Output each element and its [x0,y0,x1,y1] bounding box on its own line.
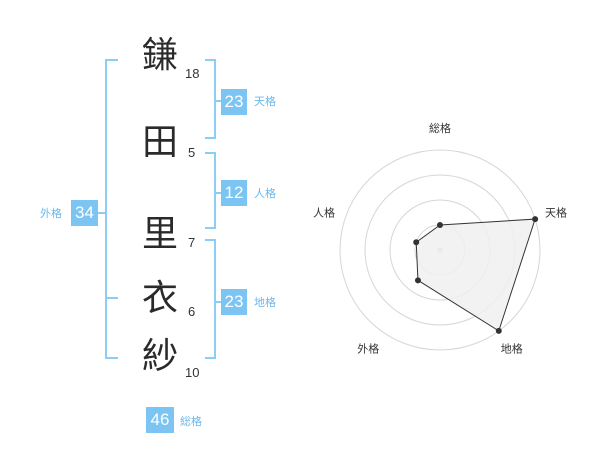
soukaku-value: 46 [146,407,174,433]
radar-axis-label-1: 天格 [545,205,567,219]
radar-axis-label-0: 総格 [429,121,451,135]
chikaku-bracket [205,239,216,359]
stroke-count-2: 5 [188,145,196,160]
radar-ring-4 [339,149,541,351]
tenkaku-label: 天格 [254,95,276,108]
name-char-2: 田 [141,122,178,163]
name-char-5: 紗 [141,336,178,377]
soukaku-label: 総格 [180,415,202,428]
jinkaku-bracket [205,152,216,229]
radar-points [413,216,539,334]
radar-axis-label-4: 人格 [313,205,335,219]
chikaku-value: 23 [221,289,247,315]
radar-area [415,218,536,332]
radar-axis-label-3: 外格 [357,342,379,356]
radar-point-1 [532,216,539,223]
radar-axis-label-2: 地格 [501,342,523,356]
tenkaku-value: 23 [221,89,247,115]
stroke-count-3: 7 [188,235,196,250]
jinkaku-label: 人格 [254,187,276,200]
name-char-3: 里 [141,214,178,255]
stroke-count-4: 6 [188,304,196,319]
name-char-4: 衣 [141,278,178,319]
radar-point-0 [437,222,443,228]
gaikaku-value: 34 [71,200,98,226]
jinkaku-value: 12 [221,180,247,206]
tenkaku-bracket [205,59,216,139]
radar-point-2 [495,327,502,334]
gaikaku-bracket [105,59,118,359]
gaikaku-label: 外格 [40,207,62,220]
name-char-1: 鎌 [141,35,178,76]
radar-point-4 [413,239,420,246]
radar-point-3 [414,277,421,284]
stroke-count-1: 18 [185,66,200,81]
stroke-count-5: 10 [185,365,200,380]
chikaku-label: 地格 [254,296,276,309]
